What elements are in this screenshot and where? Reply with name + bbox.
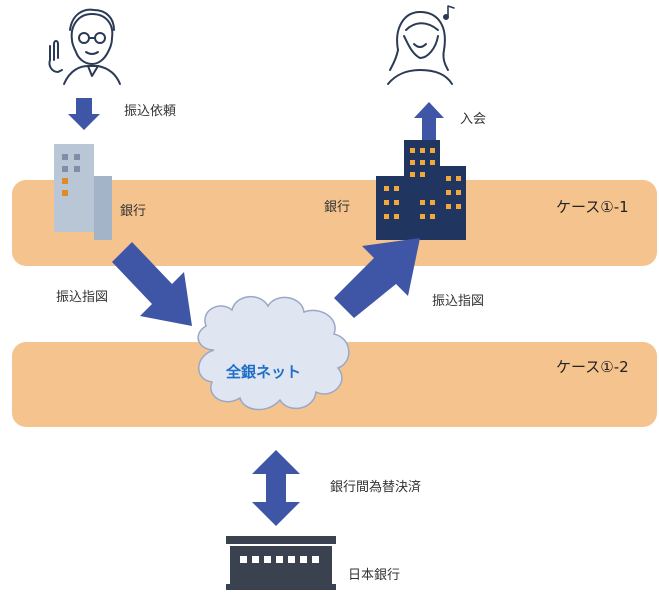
boj-label: 日本銀行 bbox=[348, 568, 401, 583]
man-with-glasses-icon bbox=[48, 8, 121, 85]
case-2-label: ケース①-2 bbox=[556, 358, 629, 376]
request-label: 振込依頼 bbox=[124, 104, 177, 119]
instruction-right-label: 振込指図 bbox=[432, 294, 485, 309]
instruction-left-label: 振込指図 bbox=[56, 290, 109, 305]
cloud-icon bbox=[197, 296, 350, 411]
central-bank-building-icon bbox=[226, 536, 336, 590]
case-1-band bbox=[12, 180, 657, 266]
deposit-label: 入会 bbox=[460, 112, 487, 127]
instruction-left-arrow bbox=[112, 242, 192, 326]
smiling-woman-icon bbox=[387, 5, 455, 85]
case-1-label: ケース①-1 bbox=[556, 198, 629, 216]
light-bank-building-icon bbox=[54, 144, 112, 240]
network-label: 全銀ネット bbox=[226, 363, 302, 381]
bank-right-label: 銀行 bbox=[324, 200, 351, 215]
instruction-right-arrow bbox=[334, 238, 420, 318]
deposit-arrow bbox=[414, 102, 444, 140]
settlement-label: 銀行間為替決済 bbox=[330, 480, 422, 495]
settlement-arrow bbox=[252, 450, 300, 526]
bank-left-label: 銀行 bbox=[120, 204, 147, 219]
request-arrow bbox=[68, 98, 100, 130]
dark-bank-building-icon bbox=[376, 140, 466, 240]
